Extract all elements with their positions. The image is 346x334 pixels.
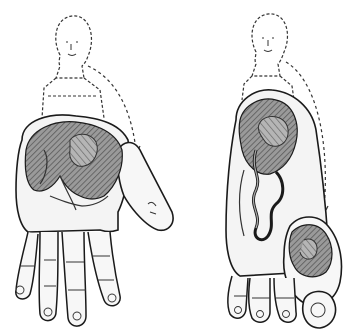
right-finger-2: [249, 278, 270, 322]
right-hand-figure: [226, 14, 342, 328]
left-torso-outline: [42, 78, 104, 118]
right-finger-1: [228, 276, 248, 318]
left-hand-figure: [16, 16, 173, 326]
right-thumb-tip: [303, 291, 336, 328]
right-finger-3: [274, 278, 296, 322]
left-head-outline: [56, 16, 92, 78]
left-finger-2: [39, 232, 58, 321]
left-finger-3: [62, 232, 86, 326]
right-face: [262, 38, 274, 52]
left-face: [66, 42, 78, 56]
left-finger-1: [16, 232, 38, 299]
right-head-outline: [252, 14, 287, 76]
left-thumb-outline: [117, 143, 173, 231]
left-finger-4: [88, 232, 120, 306]
